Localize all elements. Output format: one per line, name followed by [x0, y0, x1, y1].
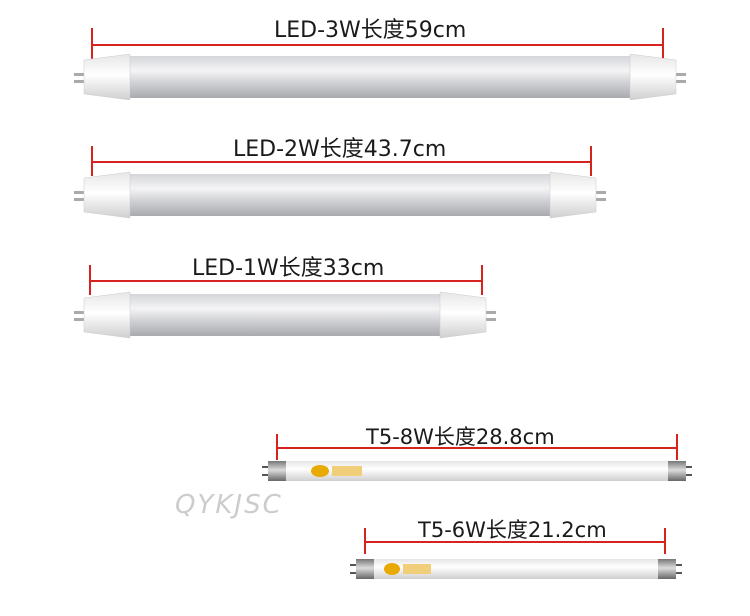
- led-tube-1w: [74, 291, 496, 339]
- dimension-line: [364, 541, 665, 543]
- dimension-line: [91, 161, 591, 163]
- dimension-line: [276, 447, 677, 449]
- lamp-t5-8w-label: T5-8W长度28.8cm: [366, 425, 555, 449]
- lamp-led-3w-label: LED-3W长度59cm: [274, 18, 467, 43]
- dimension-line: [89, 280, 482, 282]
- led-tube-3w: [74, 53, 686, 101]
- watermark: QYKJSC: [175, 490, 283, 520]
- lamp-t5-6w-label: T5-6W长度21.2cm: [418, 518, 607, 542]
- dimension-line: [91, 44, 663, 46]
- t5-tube-6w: [350, 559, 682, 579]
- lamp-led-1w-label: LED-1W长度33cm: [192, 256, 385, 281]
- led-tube-2w: [74, 171, 606, 219]
- lamp-led-2w-label: LED-2W长度43.7cm: [233, 137, 447, 162]
- t5-tube-8w: [262, 461, 692, 481]
